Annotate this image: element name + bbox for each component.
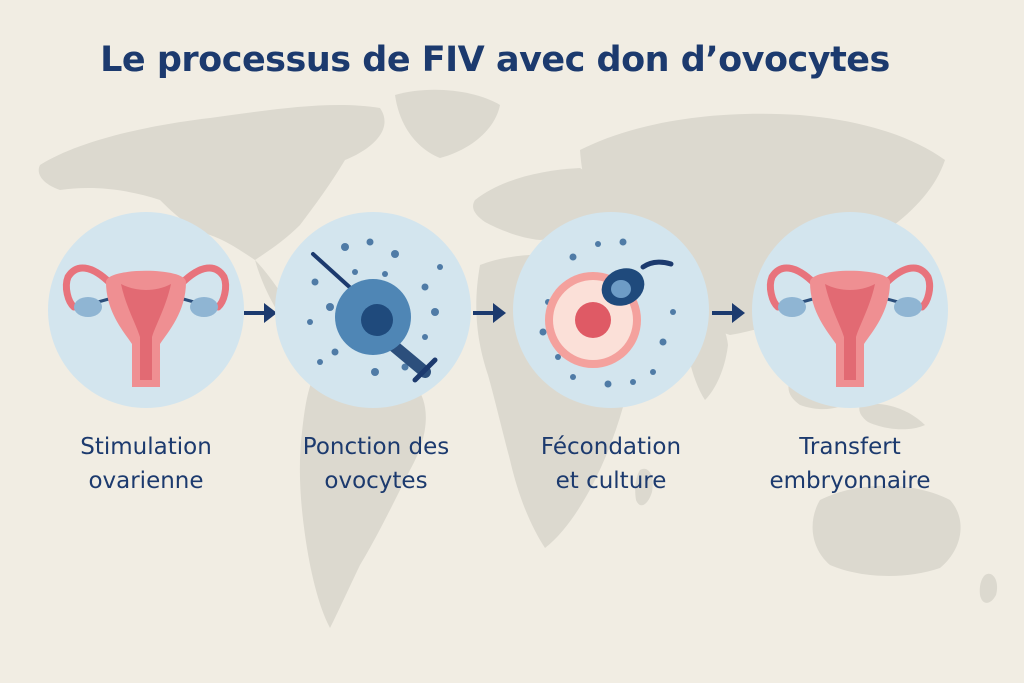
step-4-circle — [752, 212, 948, 408]
step-1-label: Stimulation ovarienne — [36, 430, 256, 498]
uterus-ovaries-icon — [48, 212, 244, 408]
step-1-label-line1: Stimulation — [80, 434, 212, 460]
arrow-right-icon — [710, 300, 746, 326]
uterus-ovaries-icon — [752, 212, 948, 408]
step-1-label-line2: ovarienne — [88, 468, 204, 494]
arrow-right-icon — [471, 300, 507, 326]
step-3-circle — [513, 212, 709, 408]
step-4-label-line1: Transfert — [799, 434, 901, 460]
page-title: Le processus de FIV avec don d’ovocytes — [100, 40, 890, 80]
arrow-right-icon — [242, 300, 278, 326]
needle-oocyte-icon — [275, 212, 471, 408]
step-3-label-line2: et culture — [555, 468, 667, 494]
step-4-label: Transfert embryonnaire — [740, 430, 960, 498]
step-3-label: Fécondation et culture — [501, 430, 721, 498]
step-3-label-line1: Fécondation — [540, 434, 682, 460]
step-2-label-line1: Ponction des — [302, 434, 450, 460]
step-2-label: Ponction des ovocytes — [266, 430, 486, 498]
step-2-circle — [275, 212, 471, 408]
step-1-circle — [48, 212, 244, 408]
step-4-label-line2: embryonnaire — [769, 468, 931, 494]
sperm-egg-icon — [513, 212, 709, 408]
step-2-label-line2: ovocytes — [324, 468, 428, 494]
